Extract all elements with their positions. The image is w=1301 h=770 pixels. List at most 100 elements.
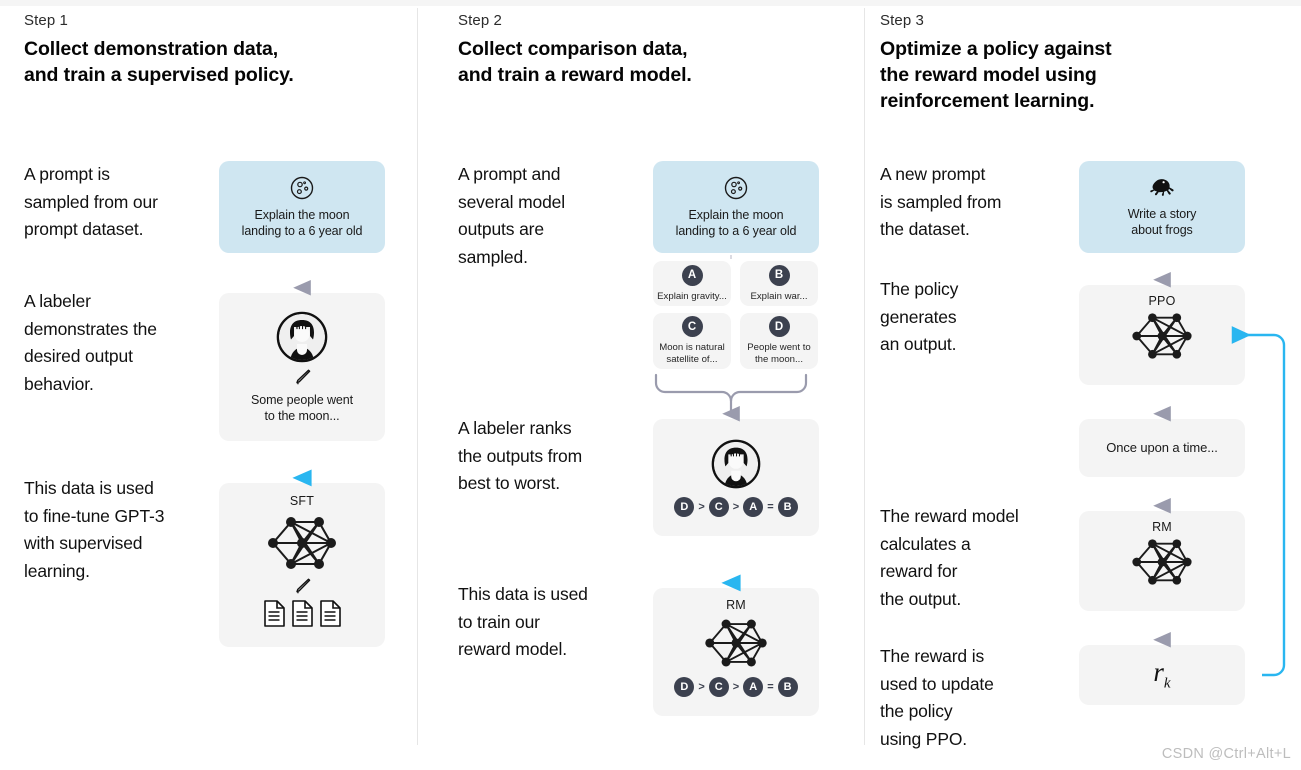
prompt-line-1: Explain the moon [254, 208, 350, 222]
rank-badge: B [777, 677, 798, 697]
option-text: Moon is natural satellite of... [659, 342, 725, 365]
step-1-column: Step 1 Collect demonstration data, and t… [0, 0, 434, 770]
option-text: People went to the moon... [747, 342, 811, 365]
option-badge: A [681, 264, 703, 286]
neural-network-icon [1079, 309, 1245, 363]
ranking-row: D > C > A = B [653, 677, 819, 697]
rank-badge: A [743, 496, 764, 517]
frog-icon [1145, 176, 1179, 200]
neural-network-icon [219, 512, 385, 574]
prompt-line-1: Explain the moon [688, 208, 784, 222]
rank-badge: B [777, 496, 798, 517]
step-title: Collect demonstration data, and train a … [24, 36, 414, 88]
paragraph-3: The reward model calculates a reward for… [880, 506, 1019, 609]
sft-title: SFT [289, 494, 315, 508]
rank-badge: D [674, 677, 695, 697]
labeler-line-1: Some people went [251, 392, 353, 407]
labeler-box[interactable]: Some people went to the moon... [219, 293, 385, 441]
prompt-box[interactable]: Write a story about frogs [1079, 161, 1245, 253]
reward-box[interactable]: rk [1079, 645, 1245, 705]
option-card-b[interactable]: B Explain war... [740, 261, 818, 306]
step-title: Optimize a policy against the reward mod… [880, 36, 1280, 114]
paragraph-2: A labeler ranks the outputs from best to… [458, 418, 583, 493]
pencil-icon [219, 576, 385, 596]
paragraph-1: A prompt and several model outputs are s… [458, 164, 565, 267]
option-text: Explain war... [750, 290, 808, 302]
paragraph-3: This data is used to fine-tune GPT-3 wit… [24, 478, 165, 581]
rank-operator: > [698, 500, 705, 513]
neural-network-icon [653, 615, 819, 671]
prompt-line-1: Write a story [1127, 207, 1197, 221]
step-2-column: Step 2 Collect comparison data, and trai… [434, 0, 868, 770]
ppo-box[interactable]: PPO [1079, 285, 1245, 385]
option-card-a[interactable]: A Explain gravity... [653, 261, 731, 306]
rank-badge: A [743, 677, 764, 697]
prompt-line-2: about frogs [1131, 223, 1193, 237]
option-card-c[interactable]: C Moon is natural satellite of... [653, 313, 731, 369]
step-title-line-2: and train a supervised policy. [24, 64, 294, 86]
paragraph-1: A prompt is sampled from our prompt data… [24, 164, 158, 239]
column-divider-2 [864, 8, 865, 745]
prompt-box[interactable]: Explain the moon landing to a 6 year old [219, 161, 385, 253]
rank-operator: > [732, 500, 740, 513]
ranking-box[interactable]: D > C > A = B [653, 419, 819, 536]
document-icon [291, 600, 313, 627]
rm-title: RM [726, 598, 746, 612]
step-title: Collect comparison data, and train a rew… [458, 36, 858, 88]
step-3-column: Step 3 Optimize a policy against the rew… [868, 0, 1301, 770]
step-title-line-1: Collect comparison data, [458, 38, 688, 60]
document-icon [319, 600, 341, 627]
output-text: Once upon a time... [1106, 440, 1218, 455]
moon-icon [723, 175, 749, 201]
rank-operator: > [698, 681, 705, 693]
rank-badge: C [708, 677, 729, 697]
reward-symbol: rk [1153, 657, 1170, 692]
prompt-line-2: landing to a 6 year old [675, 224, 797, 238]
rank-operator: = [767, 681, 774, 693]
rm-title: RM [1152, 520, 1172, 534]
step-title-line-1: Collect demonstration data, [24, 38, 279, 60]
paragraph-2: The policy generates an output. [880, 279, 959, 354]
neural-network-icon [1079, 535, 1245, 589]
labeler-avatar-icon [711, 439, 761, 489]
paragraph-2: A labeler demonstrates the desired outpu… [24, 291, 157, 394]
document-icon [263, 600, 285, 627]
reward-model-box[interactable]: RM D > C > A [653, 588, 819, 716]
option-text: Explain gravity... [657, 290, 727, 302]
step-label: Step 1 [24, 12, 68, 29]
top-strip [0, 0, 1301, 6]
labeler-line-2: to the moon... [264, 408, 340, 423]
rank-operator: = [767, 500, 774, 513]
rank-badge: C [708, 496, 729, 517]
option-badge: B [768, 264, 790, 286]
ppo-title: PPO [1148, 294, 1176, 308]
step-title-line-1: Optimize a policy against [880, 38, 1112, 60]
column-divider-1 [417, 8, 418, 745]
paragraph-3: This data is used to train our reward mo… [458, 584, 588, 659]
sft-box[interactable]: SFT [219, 483, 385, 647]
option-badge: D [768, 316, 790, 337]
document-icon-group [219, 599, 385, 628]
moon-icon [289, 175, 315, 201]
rank-operator: > [732, 681, 740, 693]
paragraph-1: A new prompt is sampled from the dataset… [880, 164, 1002, 239]
prompt-box[interactable]: Explain the moon landing to a 6 year old [653, 161, 819, 253]
watermark: CSDN @Ctrl+Alt+L [1161, 746, 1291, 762]
reward-model-box[interactable]: RM [1079, 511, 1245, 611]
reward-symbol-base: r [1153, 657, 1164, 688]
option-badge: C [681, 316, 703, 337]
prompt-line-2: landing to a 6 year old [241, 224, 363, 238]
reward-symbol-subscript: k [1163, 675, 1171, 692]
output-box[interactable]: Once upon a time... [1079, 419, 1245, 477]
step-title-line-3: reinforcement learning. [880, 90, 1095, 112]
step-title-line-2: and train a reward model. [458, 64, 692, 86]
step-label: Step 2 [458, 12, 502, 29]
rank-badge: D [674, 496, 695, 517]
step-title-line-2: the reward model using [880, 64, 1097, 86]
labeler-avatar-icon [276, 311, 328, 363]
paragraph-4: The reward is used to update the policy … [880, 646, 994, 749]
pencil-icon [292, 367, 312, 387]
step-label: Step 3 [880, 12, 924, 29]
option-card-d[interactable]: D People went to the moon... [740, 313, 818, 369]
ranking-row: D > C > A = B [674, 496, 798, 517]
